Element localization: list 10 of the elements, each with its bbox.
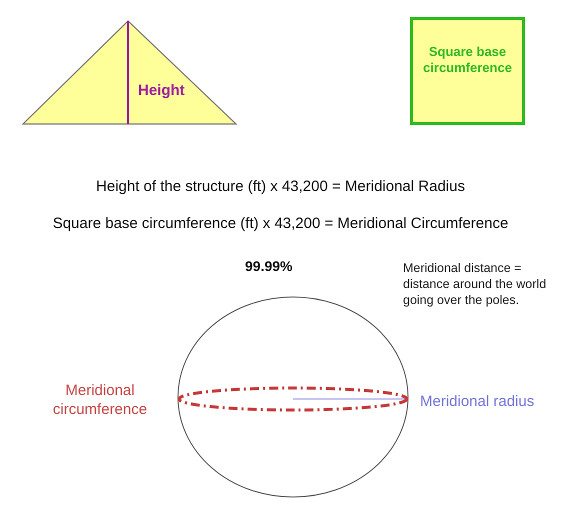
- square-label: Square base circumference: [422, 44, 513, 76]
- percentage-text: 99.99%: [245, 258, 294, 274]
- height-label: Height: [138, 82, 185, 99]
- square-shape: [410, 17, 525, 125]
- circumference-label: Meridional circumference: [52, 381, 148, 419]
- note-text: Meridional distance = distance around the world going over the poles.: [403, 260, 548, 308]
- radius-label: Meridional radius: [420, 393, 534, 410]
- formula-text: Square base circumference (ft) x 43,200 = Meridional Circumference: [52, 215, 510, 232]
- triangle-shape: [22, 20, 237, 125]
- formula-text: Height of the structure (ft) x 43,200 = Meridional Radius: [95, 178, 466, 195]
